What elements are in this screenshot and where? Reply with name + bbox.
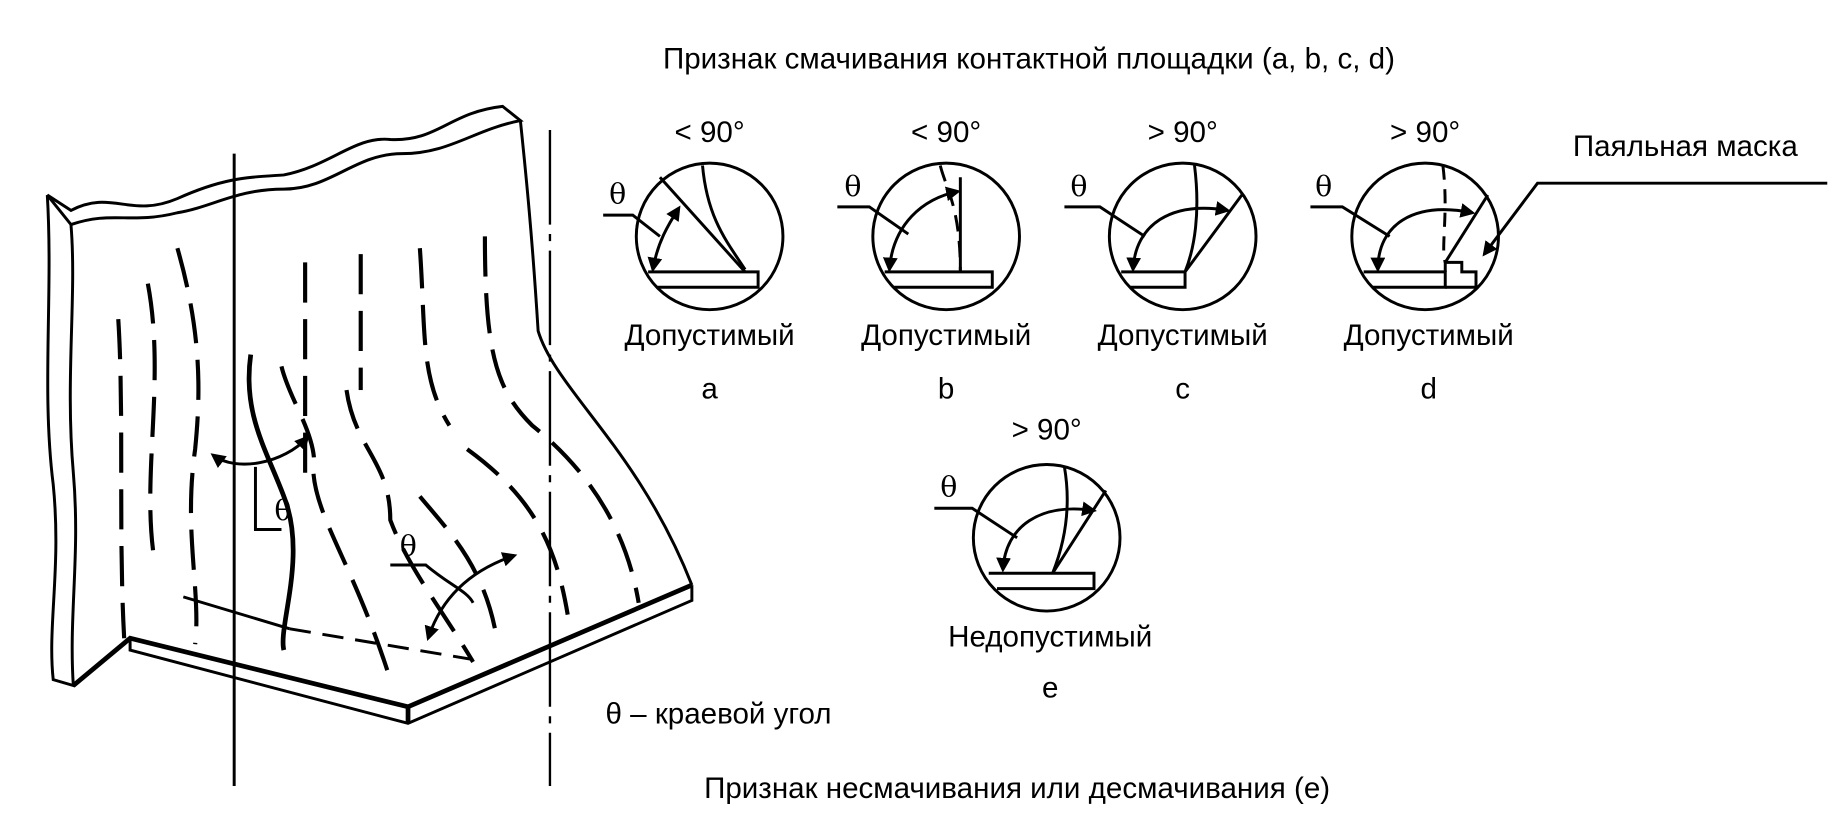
case-b-verdict: Допустимый bbox=[861, 319, 1031, 352]
case-b: < 90° θ Допустимый b bbox=[837, 116, 1031, 405]
case-a-verdict: Допустимый bbox=[625, 319, 795, 352]
theta-label-c: θ bbox=[1070, 170, 1087, 203]
title-nonwetting: Признак несмачивания или десмачивания (e… bbox=[704, 772, 1330, 805]
solder-joint-illustration: θ θ bbox=[45, 104, 694, 786]
legend-contact-angle: θ – краевой угол bbox=[606, 697, 832, 730]
case-c: > 90° θ Допустимый c bbox=[1064, 116, 1268, 405]
solder-mask-callout: Паяльная маска bbox=[1482, 130, 1828, 257]
case-a-angle: < 90° bbox=[675, 116, 745, 149]
case-e: > 90° θ Недопустимый e bbox=[934, 414, 1152, 704]
case-c-verdict: Допустимый bbox=[1098, 319, 1268, 352]
title-wetting: Признак смачивания контактной площадки (… bbox=[663, 43, 1395, 76]
solder-mask-label: Паяльная маска bbox=[1573, 130, 1798, 163]
case-b-letter: b bbox=[938, 372, 954, 405]
theta-label-a: θ bbox=[609, 177, 626, 210]
case-b-angle: < 90° bbox=[911, 116, 981, 149]
case-d: > 90° θ Допустимый d bbox=[1310, 116, 1514, 405]
case-a: < 90° θ Допустимый a bbox=[603, 116, 795, 405]
theta-label-d: θ bbox=[1315, 170, 1332, 203]
case-c-letter: c bbox=[1175, 372, 1190, 405]
theta-label-joint-2: θ bbox=[400, 530, 417, 563]
case-d-verdict: Допустимый bbox=[1344, 319, 1514, 352]
case-d-angle: > 90° bbox=[1390, 116, 1460, 149]
case-e-verdict: Недопустимый bbox=[948, 621, 1152, 654]
case-e-letter: e bbox=[1042, 671, 1058, 704]
theta-label-joint-1: θ bbox=[274, 494, 291, 527]
case-a-letter: a bbox=[701, 372, 718, 405]
case-c-angle: > 90° bbox=[1148, 116, 1218, 149]
case-e-angle: > 90° bbox=[1012, 414, 1082, 447]
theta-label-b: θ bbox=[844, 170, 861, 203]
case-d-letter: d bbox=[1420, 372, 1436, 405]
theta-label-e: θ bbox=[940, 470, 957, 503]
